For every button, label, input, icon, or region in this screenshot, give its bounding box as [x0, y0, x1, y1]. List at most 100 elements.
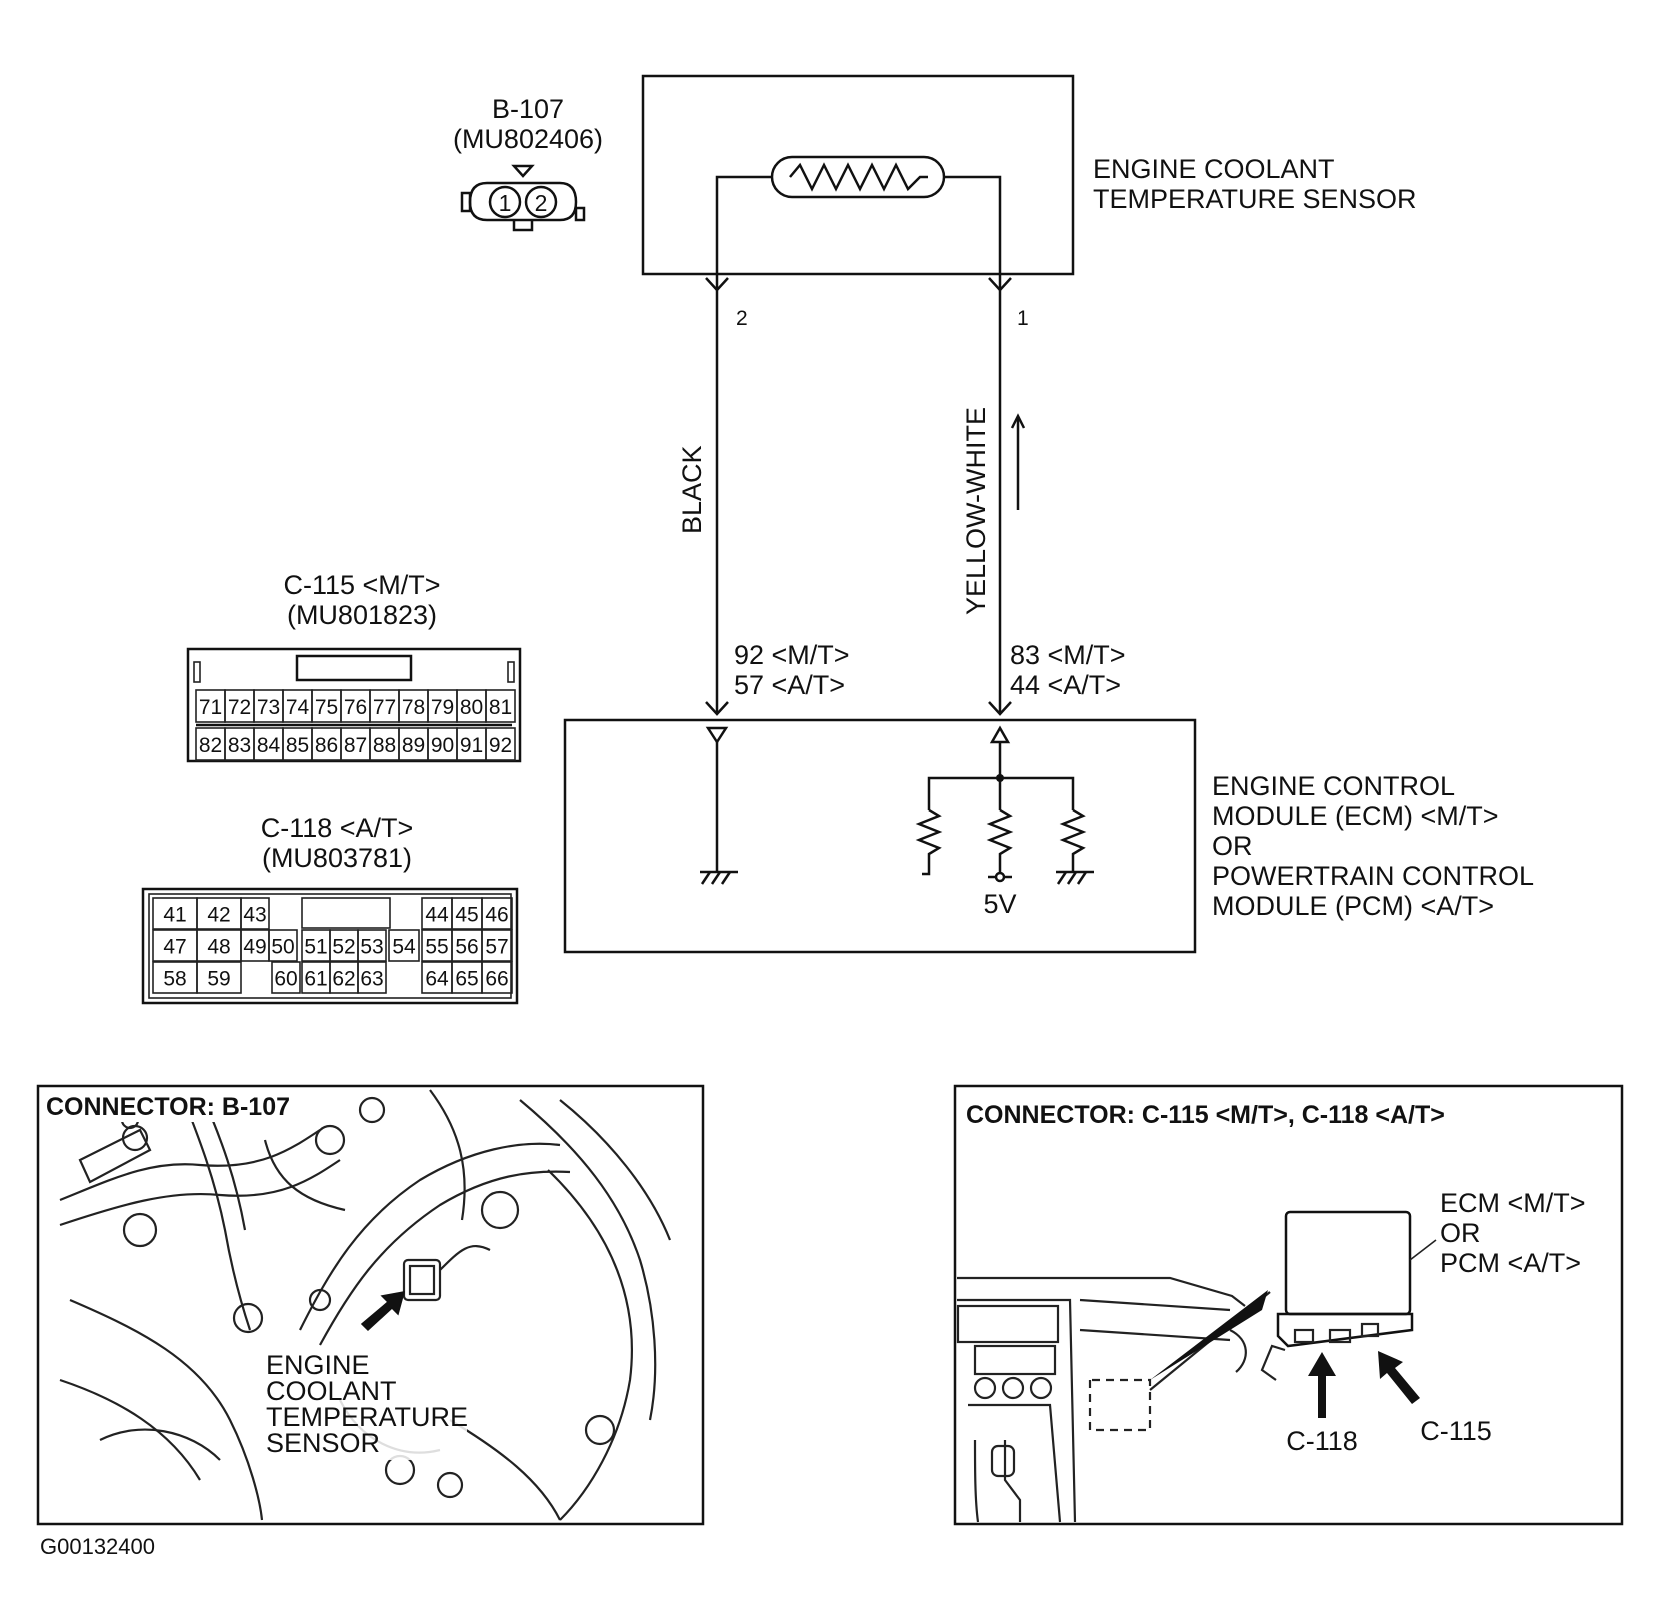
b107-connector-part: (MU802406)	[453, 124, 603, 154]
c118-pin-57: 57	[485, 936, 508, 959]
c115-pin-78: 78	[402, 696, 425, 719]
c118-pin-48: 48	[207, 936, 230, 959]
ecm-input-right-icon	[989, 725, 1011, 744]
c118-pin-57-cell	[481, 929, 513, 962]
c118-pin-43: 43	[243, 904, 266, 927]
c115-location-label: C-115	[1420, 1416, 1492, 1446]
panel-left-callout-line1: ENGINE	[266, 1350, 370, 1380]
c118-location-label: C-118	[1286, 1426, 1358, 1456]
c118-pin-44: 44	[425, 904, 449, 927]
c118-pin-53: 53	[360, 936, 383, 959]
wire-black-label: BLACK	[677, 445, 707, 534]
c118-pin-45: 45	[455, 904, 478, 927]
panel-left-callout-line2: COOLANT	[266, 1376, 397, 1406]
sensor-pointer-arrow-icon	[360, 1291, 406, 1332]
c115-pin-83: 83	[228, 734, 251, 757]
sensor-label-line2: TEMPERATURE SENSOR	[1093, 184, 1417, 214]
c118-pin-43-cell	[240, 897, 270, 930]
c118-part: (MU803781)	[262, 843, 412, 873]
ecm-label-line4: POWERTRAIN CONTROL	[1212, 861, 1534, 891]
resistor-right-icon	[1056, 808, 1094, 885]
sensor-pin-2: 2	[736, 307, 748, 330]
c115-pin-91: 91	[460, 734, 483, 757]
ecm-label-line5: MODULE (PCM) <A/T>	[1212, 891, 1494, 921]
c115-pin-79: 79	[431, 696, 454, 719]
sensor-label-line1: ENGINE COOLANT	[1093, 154, 1335, 184]
c118-pin-42: 42	[207, 904, 230, 927]
c118-pin-41: 41	[163, 904, 186, 927]
c118-pin-62: 62	[332, 968, 355, 991]
c115-pin-85: 85	[286, 734, 309, 757]
panel-right-module-line1: ECM <M/T>	[1440, 1188, 1586, 1218]
c115-pin-88: 88	[373, 734, 396, 757]
ecm-terminal-left-icon	[705, 701, 729, 716]
wire-yellow-white-label: YELLOW-WHITE	[961, 407, 991, 615]
c115-pin-81: 81	[489, 696, 512, 719]
panel-left-callout-line3: TEMPERATURE	[266, 1402, 468, 1432]
c115-pin-82: 82	[199, 734, 222, 757]
c118-pin-60: 60	[274, 968, 297, 991]
c118-pointer-arrow-icon	[1308, 1352, 1336, 1418]
c115-id: C-115 <M/T>	[283, 570, 440, 600]
sensor-pin-1: 1	[1017, 307, 1029, 330]
ecm-label-line3: OR	[1212, 831, 1253, 861]
b107-connector-id: B-107	[492, 94, 564, 124]
c118-pin-56: 56	[455, 936, 478, 959]
c115-pin-71: 71	[199, 696, 222, 719]
c115-pin-81-cell	[485, 689, 516, 723]
c118-pin-46: 46	[485, 904, 508, 927]
panel-right-title: CONNECTOR: C-115 <M/T>, C-118 <A/T>	[966, 1101, 1445, 1129]
c115-pin-80: 80	[460, 696, 483, 719]
ecm-box	[563, 718, 1197, 954]
c115-pin-76: 76	[344, 696, 367, 719]
c115-pointer-arrow-icon	[1378, 1351, 1420, 1404]
ecm-pin-right-line2: 44 <A/T>	[1010, 670, 1121, 700]
c118-pin-54-cell	[388, 929, 420, 962]
c115-pin-73: 73	[257, 696, 280, 719]
c118-pin-59-cell	[196, 961, 242, 994]
ground-left-icon	[700, 870, 738, 885]
c118-pin-63: 63	[360, 968, 383, 991]
panel-right-module-line3: PCM <A/T>	[1440, 1248, 1581, 1278]
ecm-pin-right-line1: 83 <M/T>	[1010, 640, 1126, 670]
c118-pin-61: 61	[304, 968, 327, 991]
c115-pin-74: 74	[286, 696, 310, 719]
c118-pin-51: 51	[304, 936, 327, 959]
ecm-module-illustration	[1260, 1210, 1437, 1381]
ecm-terminal-right-icon	[988, 701, 1012, 716]
c118-pin-50-cell	[268, 929, 298, 962]
c115-pin-89: 89	[402, 734, 425, 757]
c118-pin-49: 49	[243, 936, 266, 959]
c118-pin-58: 58	[163, 968, 186, 991]
ecm-label-line2: MODULE (ECM) <M/T>	[1212, 801, 1499, 831]
panel-left-title: CONNECTOR: B-107	[46, 1093, 290, 1121]
figure-id: G00132400	[40, 1534, 155, 1559]
c115-pin-84: 84	[257, 734, 281, 757]
ecm-input-left-icon	[705, 726, 729, 745]
resistor-middle-icon	[986, 808, 1014, 883]
resistor-left-icon	[915, 808, 943, 876]
c118-pin-66-cell	[481, 961, 513, 994]
b107-pin-1: 1	[499, 190, 512, 216]
c118-pin-46-cell	[481, 897, 513, 930]
signal-direction-arrow-icon	[1010, 413, 1026, 510]
c115-pin-90: 90	[431, 734, 454, 757]
b107-connector-face-icon: 1 2	[460, 164, 586, 232]
ecm-pin-left-line1: 92 <M/T>	[734, 640, 850, 670]
panel-left-callout-line4: SENSOR	[266, 1428, 380, 1458]
c118-pin-52: 52	[332, 936, 355, 959]
c118-pin-65: 65	[455, 968, 478, 991]
panel-right-module-line2: OR	[1440, 1218, 1481, 1248]
c115-pin-77: 77	[373, 696, 396, 719]
c118-pin-63-cell	[357, 961, 387, 994]
c118-pin-60-cell	[271, 961, 301, 994]
sensor-internal-wire-left	[715, 175, 772, 274]
c118-pin-47: 47	[163, 936, 186, 959]
panel-ecm-location: CONNECTOR: C-115 <M/T>, C-118 <A/T>	[953, 1084, 1624, 1526]
c118-pin-55: 55	[425, 936, 448, 959]
dashboard-illustration	[956, 1276, 1271, 1523]
c115-part: (MU801823)	[287, 600, 437, 630]
c115-pin-92-cell	[485, 727, 516, 761]
